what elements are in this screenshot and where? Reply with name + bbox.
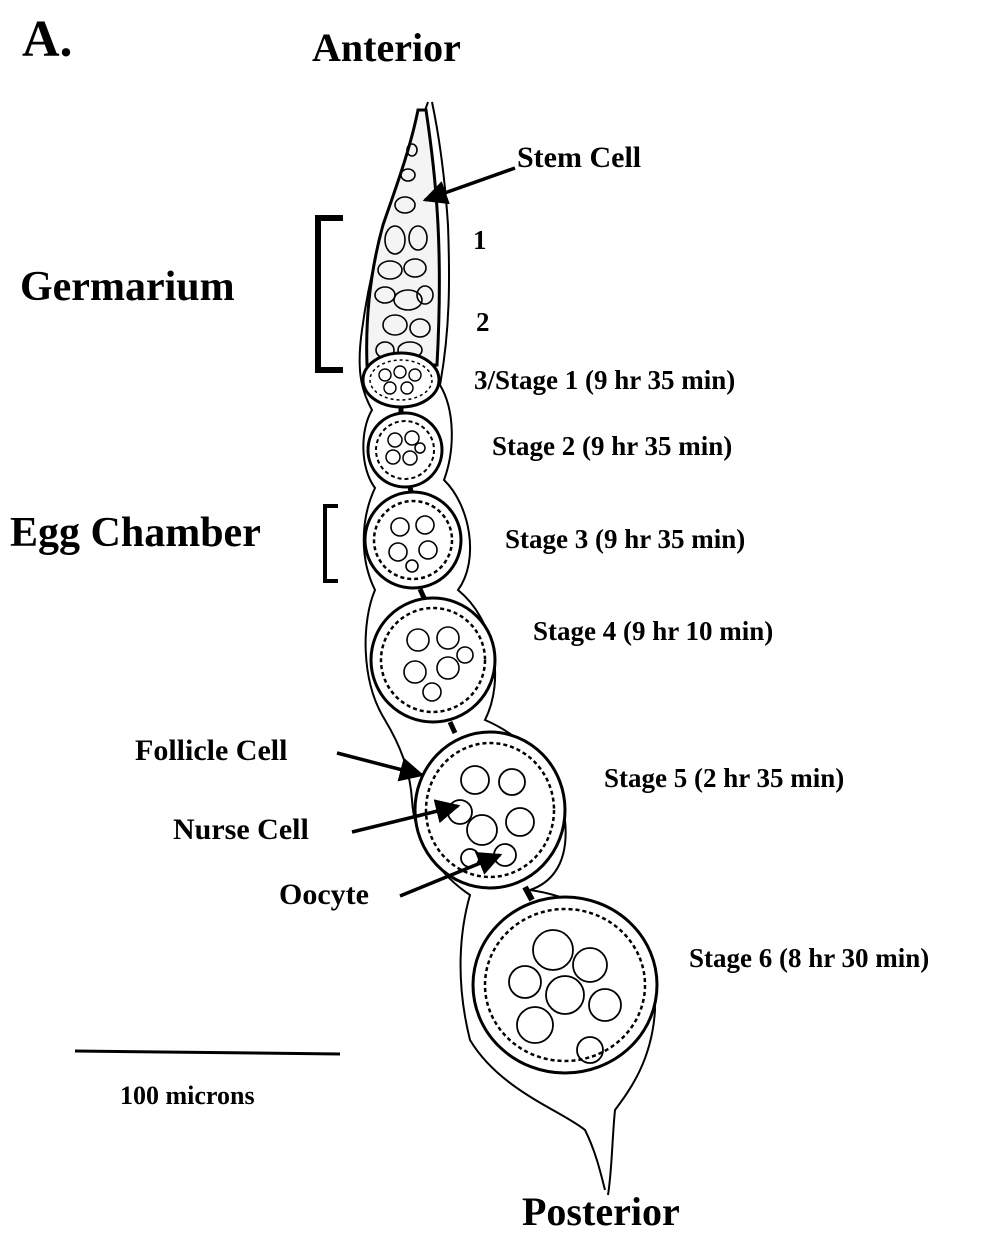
- stalk-3-4: [420, 589, 424, 598]
- oocyte-label: Oocyte: [279, 880, 369, 910]
- stage1-label: 3/Stage 1 (9 hr 35 min): [474, 367, 735, 394]
- stage3-label: Stage 3 (9 hr 35 min): [505, 526, 745, 553]
- anterior-label: Anterior: [312, 28, 461, 68]
- follicle-cell-arrow: [337, 753, 422, 775]
- scale-bar-label: 100 microns: [120, 1083, 255, 1109]
- stage3-chamber: [365, 492, 461, 588]
- egg-chamber-bracket: [325, 506, 338, 581]
- stage1-chamber: [363, 353, 439, 407]
- stage2-chamber: [368, 413, 442, 487]
- germarium-region-1: 1: [473, 227, 487, 254]
- stage6-label: Stage 6 (8 hr 30 min): [689, 945, 929, 972]
- scale-bar-line: [75, 1051, 340, 1054]
- nurse-cell-label: Nurse Cell: [173, 815, 309, 845]
- posterior-label: Posterior: [522, 1192, 680, 1232]
- stage2-label: Stage 2 (9 hr 35 min): [492, 433, 732, 460]
- stem-cell-arrow: [425, 168, 515, 200]
- germarium-shape: [367, 110, 440, 365]
- stem-cell-label: Stem Cell: [517, 143, 641, 173]
- stalk-4-5: [450, 722, 455, 733]
- germarium-label: Germarium: [20, 266, 235, 308]
- egg-chamber-label: Egg Chamber: [10, 512, 261, 554]
- stage4-chamber: [371, 598, 495, 722]
- germarium-bracket: [318, 218, 343, 370]
- germarium-region-2: 2: [476, 309, 490, 336]
- panel-label: A.: [22, 14, 73, 66]
- stage6-chamber: [473, 897, 657, 1073]
- follicle-cell-label: Follicle Cell: [135, 736, 287, 766]
- stage5-label: Stage 5 (2 hr 35 min): [604, 765, 844, 792]
- stage4-label: Stage 4 (9 hr 10 min): [533, 618, 773, 645]
